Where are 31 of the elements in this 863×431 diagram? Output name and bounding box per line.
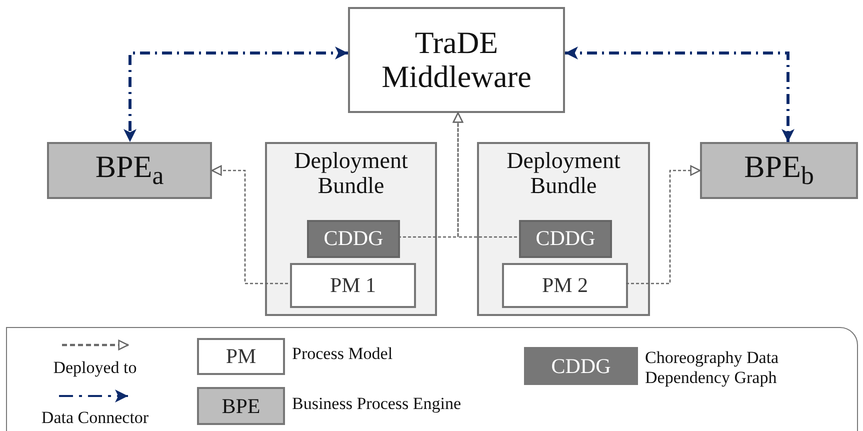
- dash-dot-arrow: [124, 46, 348, 142]
- dotted-arrow: [452, 112, 517, 238]
- middleware-box: [348, 7, 565, 113]
- model-box: [290, 263, 416, 308]
- dash-dot-arrow: [565, 46, 794, 142]
- legend-key: CDDG: [524, 347, 638, 385]
- legend-label: Data Connector: [40, 408, 150, 428]
- legend-label: Choreography Data Dependency Graph: [645, 348, 780, 388]
- model-box: [502, 263, 628, 308]
- legend-key: BPE: [197, 387, 285, 425]
- node-label: Deployment Bundle: [506, 148, 622, 199]
- graph-box: [519, 220, 612, 258]
- dotted-arrow: [626, 165, 701, 284]
- node-label: PM 2: [542, 274, 588, 298]
- node-label: BPE$_{b}$: [744, 150, 814, 191]
- bundle-container: [265, 142, 437, 316]
- node-label: TraDE Middleware: [380, 26, 532, 94]
- engine-box: [700, 142, 858, 199]
- dotted-arrow: [211, 165, 288, 284]
- node-label: CDDG: [536, 227, 596, 251]
- engine-box: [47, 142, 212, 199]
- node-label: BPE$_{a}$: [95, 150, 164, 191]
- node-label: CDDG: [324, 227, 384, 251]
- legend-key: PM: [197, 338, 285, 375]
- legend-label: Deployed to: [52, 358, 138, 378]
- graph-box: [307, 220, 400, 258]
- node-label: Deployment Bundle: [293, 148, 409, 199]
- legend-label: Process Model: [292, 344, 393, 364]
- node-label: PM 1: [330, 274, 376, 298]
- legend-label: Business Process Engine: [292, 394, 462, 414]
- bundle-container: [477, 142, 650, 316]
